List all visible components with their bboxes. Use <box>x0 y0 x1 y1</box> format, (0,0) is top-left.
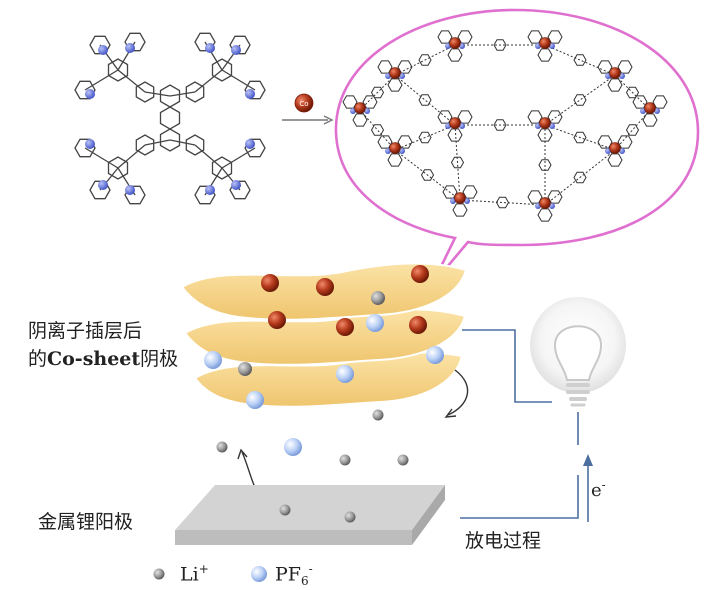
li-ion-ball <box>279 504 291 516</box>
co-ion-ball <box>261 274 279 292</box>
co-ion-ball <box>411 265 429 283</box>
sheet-bottom <box>193 351 464 408</box>
li-ion-ball <box>344 511 356 523</box>
pf6-ion-ball <box>204 351 222 369</box>
li-ion-ball <box>216 441 228 453</box>
curved-arrow-icon <box>447 369 469 416</box>
cathode-label-line2: 的Co-sheet阴极 <box>28 348 179 370</box>
pf6-ion-ball <box>336 365 354 383</box>
li-ion-ball <box>339 454 351 466</box>
electron-flow-arrow <box>583 454 593 522</box>
li-ion-ball <box>238 362 252 376</box>
discharge-label: 放电过程 <box>465 530 542 552</box>
co-ion-ball <box>268 311 286 329</box>
li-ion-ball <box>397 454 409 466</box>
legend-li: Li+ <box>180 562 209 586</box>
cathode-label-line1: 阴离子插层后 <box>28 320 143 342</box>
legend-pf6-marker <box>251 566 267 582</box>
legend-pf6: PF6- <box>275 562 313 589</box>
sheet-middle <box>183 308 467 366</box>
cobalt-ion-label: Co <box>299 100 308 108</box>
coordination-network <box>342 30 668 222</box>
cathode-material-name: Co-sheet <box>47 348 141 370</box>
ligand-molecule <box>74 32 266 205</box>
free-ions <box>216 409 409 523</box>
sheet-ions <box>204 265 444 409</box>
lithium-anode-plate <box>175 485 445 545</box>
pf6-ion-ball <box>426 346 444 364</box>
co-ion-ball <box>409 316 427 334</box>
li-ion-ball <box>371 291 385 305</box>
cobalt-ion-icon: Co <box>294 93 314 113</box>
lightbulb-icon <box>530 297 626 407</box>
pf6-ion-ball <box>366 314 384 332</box>
electron-label: e- <box>591 478 606 501</box>
pf6-ion-ball <box>284 438 302 456</box>
cathode-sheets <box>180 262 468 408</box>
anode-label: 金属锂阳极 <box>38 511 134 533</box>
circuit-wires <box>460 329 579 519</box>
li-ion-ball <box>372 409 384 421</box>
co-ion-ball <box>316 278 334 296</box>
co-ion-ball <box>336 318 354 336</box>
legend-li-marker <box>153 568 165 580</box>
pf6-ion-ball <box>246 391 264 409</box>
